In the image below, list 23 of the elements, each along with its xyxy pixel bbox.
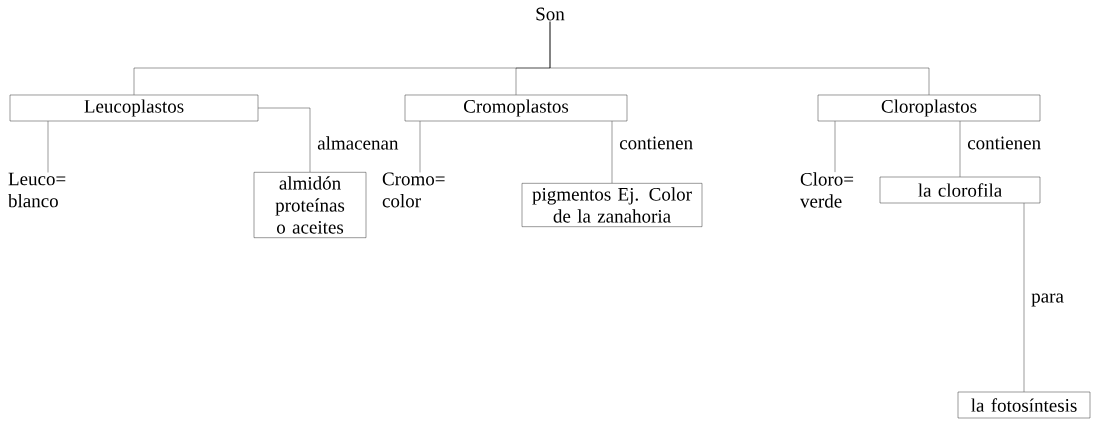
edge-label: contienen [618,135,695,151]
edge-label: para [1030,292,1065,308]
connector-line [834,121,836,173]
concept-box: la fotosíntesis [957,391,1091,419]
edge-label: contienen [966,135,1043,151]
connector-line [419,121,421,173]
concept-box: Cloroplastos [817,94,1041,122]
connector-word: Son [536,7,565,21]
connector-line [959,121,961,177]
connector-line [47,121,49,173]
concept-box: pigmentos Ej. Color de la zanahoria [521,183,703,227]
connector-line [611,121,613,184]
concept-box: almidón proteínas o aceites [253,172,367,238]
concept-box: Leucoplastos [9,94,259,122]
concept-box: la clorofila [879,176,1041,204]
edge-label: almacenan [316,135,400,151]
concept-box: Cromoplastos [404,94,628,122]
connector-line [258,107,311,173]
connector-line [549,21,930,95]
definition-text: Cromo= color [382,172,445,208]
definition-text: Cloro= verde [800,172,854,208]
definition-text: Leuco= blanco [8,172,66,208]
connector-line [1023,203,1025,392]
